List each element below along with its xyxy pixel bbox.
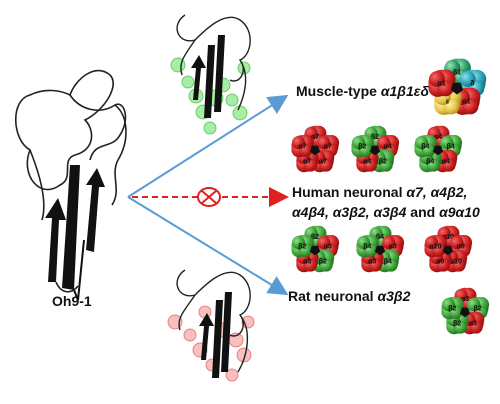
receptor-pore bbox=[459, 307, 471, 318]
receptor-subunit: α1 bbox=[428, 69, 456, 97]
subunit-label: β4 bbox=[447, 143, 455, 150]
subunit-label: ε bbox=[446, 99, 450, 106]
receptor-pore bbox=[374, 245, 386, 256]
subunit-label: α10 bbox=[442, 234, 454, 241]
receptor-subunit: β2 bbox=[441, 296, 464, 320]
receptor-pore bbox=[369, 145, 381, 156]
subunit-label: α7 bbox=[298, 143, 306, 150]
subunit-label: β4 bbox=[384, 258, 392, 265]
receptor-pore bbox=[309, 245, 321, 256]
receptor-pore bbox=[309, 145, 321, 156]
receptor-pore bbox=[442, 245, 454, 256]
subunit-label: α1 bbox=[438, 81, 446, 88]
receptor-human-a4b2: β2 α4 β2 α4 β2 bbox=[351, 125, 400, 173]
subunit-label: α9 bbox=[457, 243, 465, 250]
subunit-label: β2 bbox=[311, 234, 319, 241]
subunit-label: δ bbox=[470, 81, 474, 88]
subunit-label: β4 bbox=[376, 234, 384, 241]
subunit-label: β2 bbox=[358, 143, 366, 150]
rat-target-label: Rat neuronal α3β2 bbox=[288, 288, 411, 304]
receptor-human-a3b4: β4 α3 β4 α3 β4 bbox=[356, 225, 405, 273]
subunit-label: α10 bbox=[429, 243, 441, 250]
human-target-label-line2: α4β4, α3β2, α3β4 and α9α10 bbox=[292, 204, 480, 220]
receptor-pore bbox=[432, 145, 444, 156]
receptor-human-a4b4: α4 β4 α4 β4 β4 bbox=[414, 125, 463, 173]
subunit-label: α4 bbox=[384, 143, 392, 150]
subunit-label: β2 bbox=[319, 258, 327, 265]
receptor-subunit: β2 bbox=[371, 149, 395, 173]
receptor-subunit: β2 bbox=[351, 134, 374, 158]
muscle-target-label: Muscle-type α1β1εδ bbox=[296, 83, 429, 99]
receptor-subunit: α7 bbox=[291, 134, 314, 158]
subunit-label: β1 bbox=[453, 69, 461, 76]
subunit-label: α3 bbox=[461, 296, 469, 303]
peptide-structure-green bbox=[170, 14, 251, 135]
subunit-label: α4 bbox=[434, 134, 442, 141]
arrow-to-rat bbox=[127, 196, 289, 296]
subunit-label: α3 bbox=[389, 243, 397, 250]
receptor-subunit: β2 bbox=[466, 296, 490, 320]
subunit-label: α3 bbox=[469, 320, 477, 327]
subunit-label: α7 bbox=[303, 158, 311, 165]
receptor-rat-a3b2: α3 β2 α3 β2 β2 bbox=[441, 287, 490, 335]
subunit-label: α3 bbox=[303, 258, 311, 265]
peptide-label: Oh9-1 bbox=[52, 293, 92, 309]
arrow-to-muscle bbox=[127, 94, 289, 198]
subunit-label: α4 bbox=[442, 158, 450, 165]
subunit-label: β2 bbox=[379, 158, 387, 165]
subunit-label: α7 bbox=[324, 143, 332, 150]
subunit-label: α9 bbox=[436, 258, 444, 265]
subunit-label: β4 bbox=[363, 243, 371, 250]
subunit-label: β2 bbox=[474, 305, 482, 312]
subunit-label: β2 bbox=[298, 243, 306, 250]
subunit-label: β2 bbox=[448, 305, 456, 312]
subunit-label: β4 bbox=[421, 143, 429, 150]
subunit-label: α7 bbox=[311, 134, 319, 141]
subunit-label: α4 bbox=[363, 158, 371, 165]
receptor-subunit: β4 bbox=[356, 234, 379, 258]
receptor-subunit: α10 bbox=[424, 234, 447, 258]
receptor-subunit: α3 bbox=[381, 234, 405, 258]
human-target-label: Human neuronal α7, α4β2, bbox=[292, 184, 468, 200]
peptide-structure-main bbox=[14, 69, 127, 301]
receptor-human-a3b2: β2 α3 β2 α3 β2 bbox=[291, 225, 340, 273]
subunit-label: α7 bbox=[319, 158, 327, 165]
subunit-label: α3 bbox=[368, 258, 376, 265]
subunit-label: β4 bbox=[426, 158, 434, 165]
subunit-label: α1 bbox=[462, 99, 470, 106]
receptor-pore bbox=[450, 82, 464, 95]
subunit-label: β2 bbox=[453, 320, 461, 327]
receptor-human-a7: α7 α7 α7 α7 α7 bbox=[291, 125, 340, 173]
receptor-subunit: α4 bbox=[356, 149, 379, 173]
receptor-muscle-a1b1ed: β1 δ α1 ε α1 bbox=[428, 58, 487, 115]
peptide-structure-red bbox=[167, 269, 255, 382]
receptor-subunit: β4 bbox=[414, 134, 437, 158]
receptor-subunit: α3 bbox=[296, 249, 319, 273]
no-interaction-icon bbox=[197, 187, 221, 207]
receptor-models: β1 δ α1 ε α1 α7 α7 α7 α7 α7 β2 α4 β2 α4 β2 α4 β4 α4 β4 β4 β2… bbox=[291, 58, 490, 335]
receptor-subunit: β2 bbox=[291, 234, 314, 258]
subunit-label: β2 bbox=[371, 134, 379, 141]
subunit-label: α10 bbox=[450, 258, 462, 265]
subunit-label: α3 bbox=[324, 243, 332, 250]
